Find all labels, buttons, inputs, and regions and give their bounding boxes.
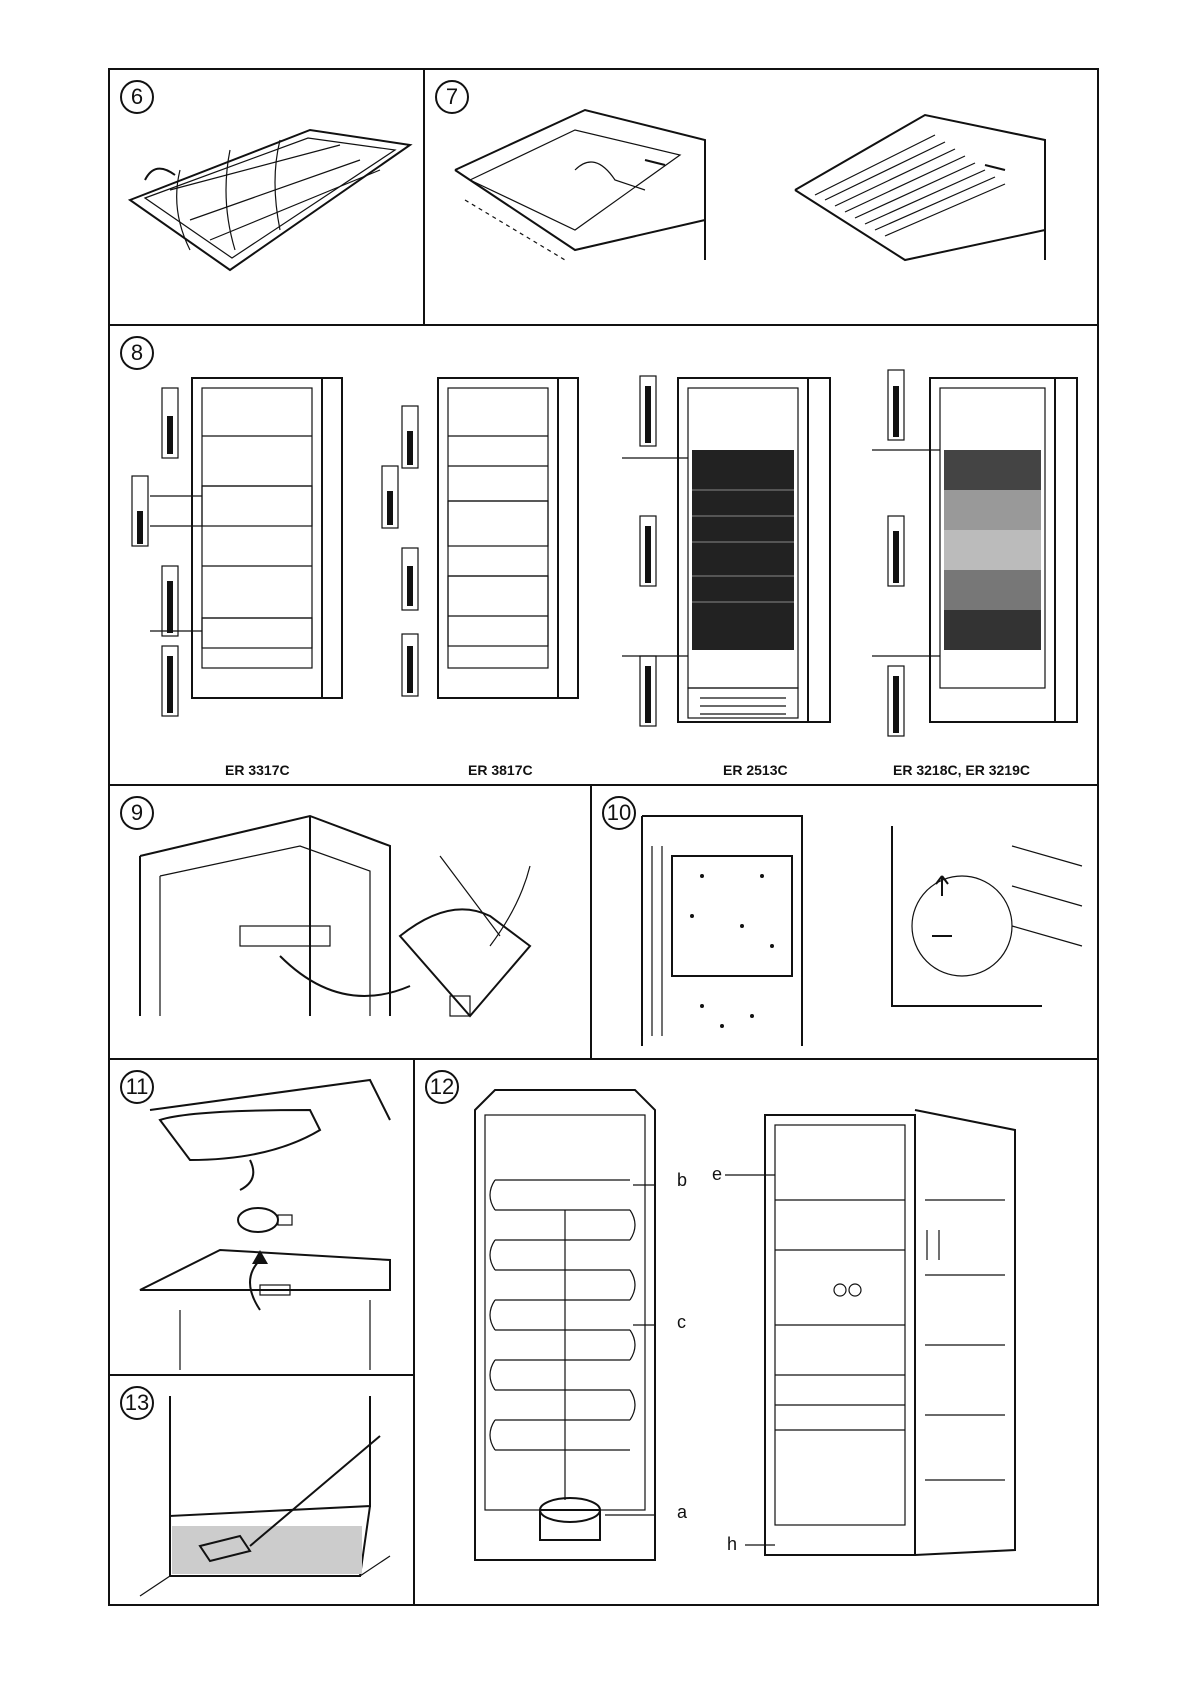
- figure-6-panel: 6: [108, 68, 425, 326]
- model-label-1: ER 3317C: [225, 762, 290, 778]
- fridge-components-illustration: [415, 1060, 1099, 1606]
- figure-9-panel: 9: [108, 784, 592, 1060]
- shelf-slide-illustration: [425, 70, 1099, 326]
- lamp-replacement-illustration: [110, 1060, 415, 1376]
- figure-11-panel: 11: [108, 1058, 415, 1376]
- drain-cleaning-illustration: [110, 1376, 415, 1606]
- ice-tray-illustration: [110, 786, 592, 1060]
- figure-10-panel: 10: [590, 784, 1099, 1060]
- label-c: c: [677, 1312, 686, 1333]
- model-label-2: ER 3817C: [468, 762, 533, 778]
- defrosting-illustration: [592, 786, 1099, 1060]
- figure-12-panel: 12 b c a e h: [413, 1058, 1099, 1606]
- label-a: a: [677, 1502, 687, 1523]
- label-h: h: [727, 1534, 737, 1555]
- label-e: e: [712, 1164, 722, 1185]
- model-label-3: ER 2513C: [723, 762, 788, 778]
- model-label-4: ER 3218C, ER 3219C: [893, 762, 1030, 778]
- label-b: b: [677, 1170, 687, 1191]
- temperature-zones-illustration: [110, 326, 1099, 786]
- figure-7-panel: 7: [423, 68, 1099, 326]
- figure-13-panel: 13: [108, 1374, 415, 1606]
- shelf-removal-illustration: [110, 70, 425, 326]
- figure-8-panel: 8: [108, 324, 1099, 786]
